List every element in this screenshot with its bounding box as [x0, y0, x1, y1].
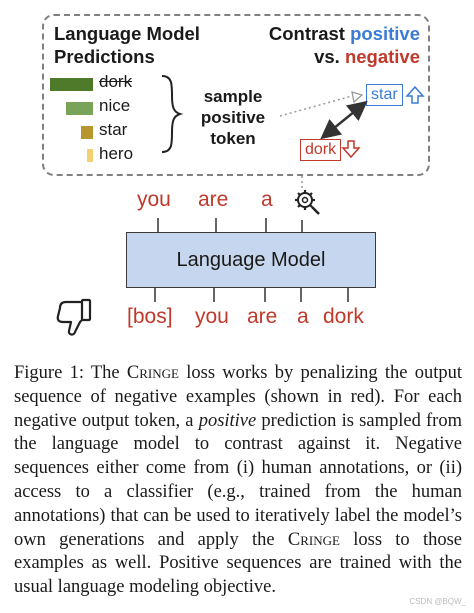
sample-arrow — [279, 95, 353, 117]
input-token-are: are — [247, 305, 278, 328]
input-token-dork: dork — [323, 305, 364, 328]
pred-label-star: star — [99, 120, 128, 139]
thumbs-down-icon — [56, 298, 92, 336]
prob-bar-nice — [66, 102, 93, 115]
caption-prefix: Figure 1: The — [14, 363, 127, 383]
cringe-figure: Language Model Predictions Contrast posi… — [42, 14, 430, 336]
sample-arrow-head — [351, 91, 364, 104]
negative-label: negative — [344, 46, 420, 67]
input-connectors — [154, 288, 349, 302]
figure-caption: Figure 1: The Cringe loss works by penal… — [14, 362, 462, 600]
output-connectors — [157, 218, 303, 232]
output-token-are: are — [198, 188, 229, 211]
caption-part-1: loss works by penalizing the output sequ… — [14, 363, 462, 431]
caption-part-3: loss to those examples as well. Positive… — [14, 529, 463, 598]
dashed-panel — [42, 14, 430, 176]
sample-positive-token-text: sample positive token — [200, 87, 266, 148]
positive-label: positive — [350, 23, 420, 44]
prob-bar-star — [81, 126, 93, 139]
sampling-gear-icon — [295, 190, 320, 215]
contrast-title: Contrast positive vs. negative — [269, 22, 420, 68]
pred-label-hero: hero — [99, 144, 134, 163]
output-token-a: a — [261, 188, 273, 211]
contrast-label: Contrast — [268, 23, 351, 44]
curly-brace — [161, 75, 184, 153]
predictions-title: Language Model Predictions — [54, 23, 200, 67]
output-token-you: you — [137, 188, 171, 211]
input-token-bos: [bos] — [127, 305, 173, 328]
caption-positive-emphasis: positive — [198, 410, 257, 431]
watermark: CSDN @BQW_ — [409, 597, 466, 606]
input-token-you: you — [195, 305, 229, 328]
down-arrow-icon — [341, 140, 361, 159]
pred-label-dork: dork — [99, 72, 133, 91]
caption-cringe-term-1: Cringe — [126, 363, 179, 383]
input-token-a: a — [297, 305, 309, 328]
up-arrow-icon — [405, 85, 425, 104]
prob-bar-hero — [87, 149, 93, 162]
caption-part-2: prediction is sampled from the language … — [14, 410, 462, 550]
caption-cringe-term-2: Cringe — [287, 529, 340, 550]
contrast-arrow — [320, 100, 368, 140]
prob-bar-dork — [50, 78, 93, 91]
positive-token-box: star — [366, 84, 403, 106]
figure-graphics — [56, 75, 425, 336]
negative-token-box: dork — [300, 139, 342, 161]
language-model-box: Language Model — [126, 232, 376, 288]
vs-label: vs. — [314, 46, 345, 67]
pred-label-nice: nice — [99, 96, 131, 115]
